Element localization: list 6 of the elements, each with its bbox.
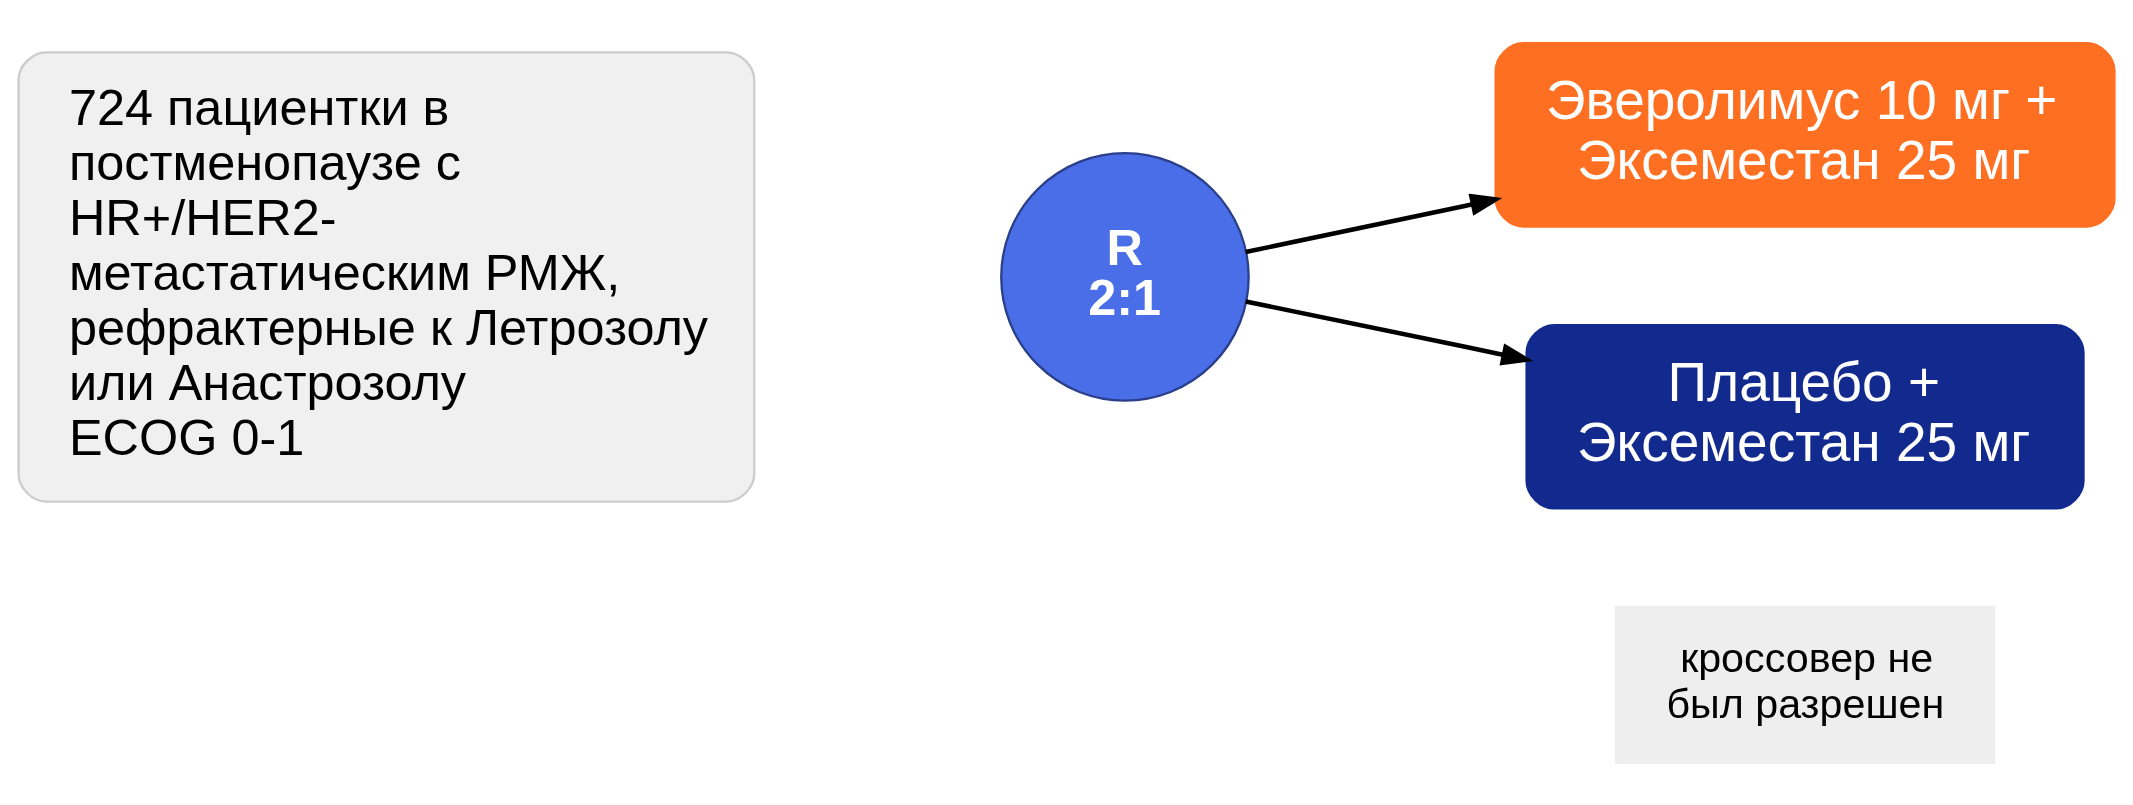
node-circle: R 2:1 <box>1000 151 1250 402</box>
arrow <box>1245 193 1503 254</box>
node-box: Плацебо + Эксеместан 25 мг <box>1525 323 2085 510</box>
arrow <box>1245 298 1534 365</box>
node-box: Эверолимус 10 мг + Эксеместан 25 мг <box>1494 41 2116 228</box>
node-box: 724 пациентки в постменопаузе с HR+/HER2- метастатическим РМЖ, рефрактерные к Летрозолу или Анастрозолу ECOG 0-1 <box>17 50 756 503</box>
